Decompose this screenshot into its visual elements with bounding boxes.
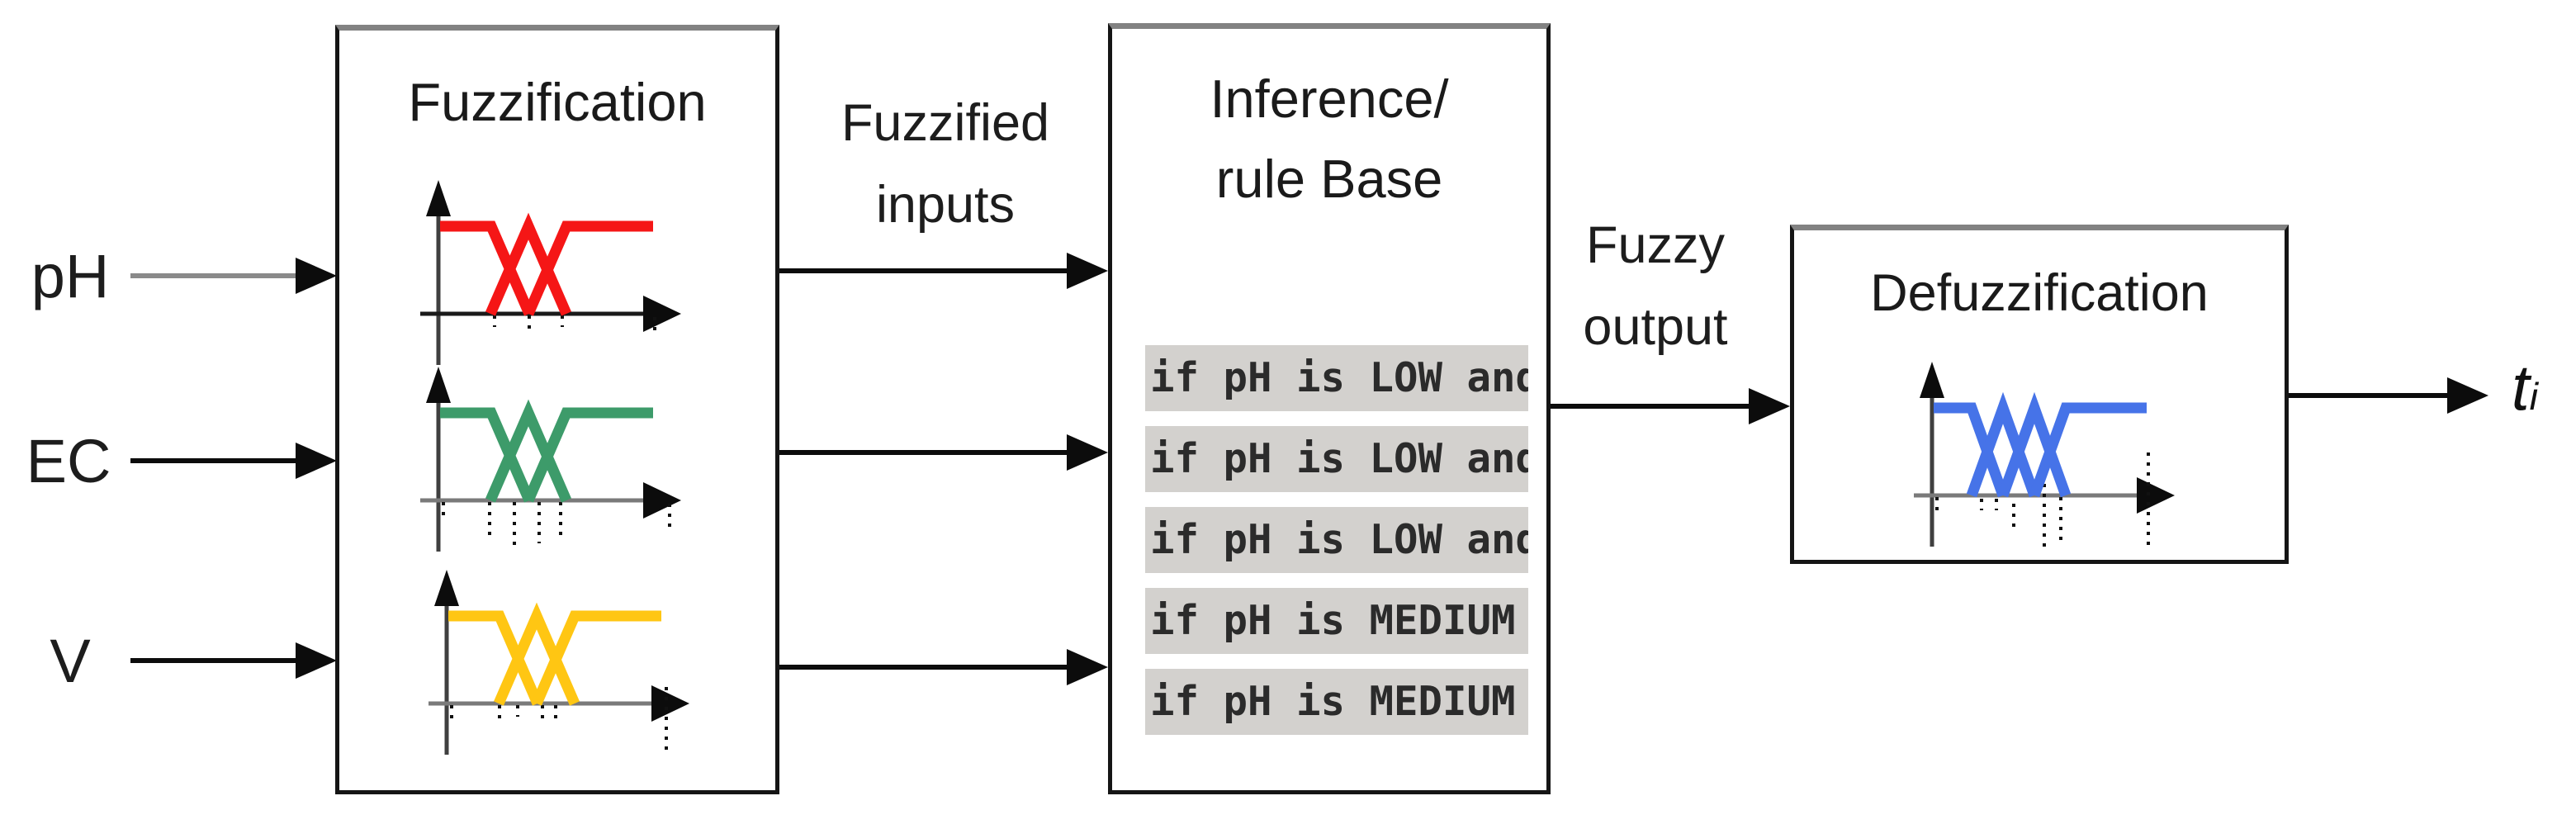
fuzzy-output-label: Fuzzy output bbox=[1552, 205, 1759, 368]
ec-arrowhead-icon bbox=[296, 443, 337, 479]
inference-rule-base-box: Inference/ rule Base if pH is LOW and if… bbox=[1108, 23, 1551, 794]
x-axis-arrowhead-icon bbox=[651, 685, 689, 722]
rule-row: if pH is LOW and bbox=[1145, 345, 1528, 411]
x-axis-arrowhead-icon bbox=[643, 482, 681, 519]
fuzzified-inputs-label: Fuzzified inputs bbox=[793, 83, 1098, 246]
fuzzy-output-line1: Fuzzy bbox=[1585, 216, 1726, 274]
output-symbol-ti: ti bbox=[2512, 350, 2538, 425]
rule-row: if pH is LOW and bbox=[1145, 426, 1528, 492]
final-output-arrow-line bbox=[2289, 393, 2451, 398]
fuzzy-output-arrowhead-icon bbox=[1749, 388, 1790, 424]
fuzzified-arrow-1-head-icon bbox=[1067, 253, 1108, 289]
rule-row: if pH is MEDIUM bbox=[1145, 588, 1528, 654]
x-axis-arrowhead-icon bbox=[643, 296, 681, 332]
v-arrowhead-icon bbox=[296, 642, 337, 679]
y-axis-arrowhead-icon bbox=[1920, 362, 1944, 398]
input-label-v: V bbox=[50, 627, 91, 695]
v-arrow-line bbox=[130, 658, 299, 663]
fuzzified-inputs-line1: Fuzzified bbox=[841, 94, 1050, 152]
fuzzy-output-line2: output bbox=[1583, 298, 1728, 356]
fuzzified-arrow-2-line bbox=[779, 450, 1072, 455]
rule-row: if pH is LOW and bbox=[1145, 507, 1528, 573]
fuzzy-output-arrow-line bbox=[1551, 404, 1754, 409]
fuzzification-title: Fuzzification bbox=[408, 72, 707, 132]
fuzzified-inputs-line2: inputs bbox=[875, 176, 1016, 234]
fuzzified-arrow-2-head-icon bbox=[1067, 434, 1108, 471]
ec-membership-plot bbox=[420, 367, 681, 552]
defuzzification-title: Defuzzification bbox=[1870, 264, 2209, 322]
ph-membership-plot bbox=[420, 180, 681, 365]
fuzzified-arrow-1-line bbox=[779, 268, 1072, 273]
output-symbol-main: t bbox=[2512, 351, 2530, 424]
rule-row: if pH is MEDIUM bbox=[1145, 669, 1528, 735]
inference-title-line1: Inference/ bbox=[1210, 69, 1449, 129]
final-output-arrowhead-icon bbox=[2447, 377, 2488, 414]
inference-title-line2: rule Base bbox=[1215, 149, 1443, 209]
ph-arrow-line bbox=[130, 273, 299, 278]
defuzzification-box: Defuzzification bbox=[1790, 225, 2289, 564]
fuzzified-arrow-3-head-icon bbox=[1067, 649, 1108, 685]
output-symbol-subscript: i bbox=[2529, 375, 2539, 418]
x-axis-arrowhead-icon bbox=[2137, 477, 2175, 514]
y-axis-arrowhead-icon bbox=[426, 180, 451, 216]
inference-title: Inference/ rule Base bbox=[1112, 59, 1546, 219]
v-membership-plot bbox=[429, 570, 689, 755]
input-label-ec: EC bbox=[26, 427, 111, 495]
output-membership-plot bbox=[1914, 362, 2175, 550]
ec-arrow-line bbox=[130, 458, 299, 463]
y-axis-arrowhead-icon bbox=[434, 570, 459, 606]
input-label-ph: pH bbox=[31, 242, 110, 310]
fuzzified-arrow-3-line bbox=[779, 665, 1072, 670]
rule-list: if pH is LOW and if pH is LOW and if pH … bbox=[1145, 345, 1528, 750]
y-axis-arrowhead-icon bbox=[426, 367, 451, 403]
ph-arrowhead-icon bbox=[296, 258, 337, 294]
